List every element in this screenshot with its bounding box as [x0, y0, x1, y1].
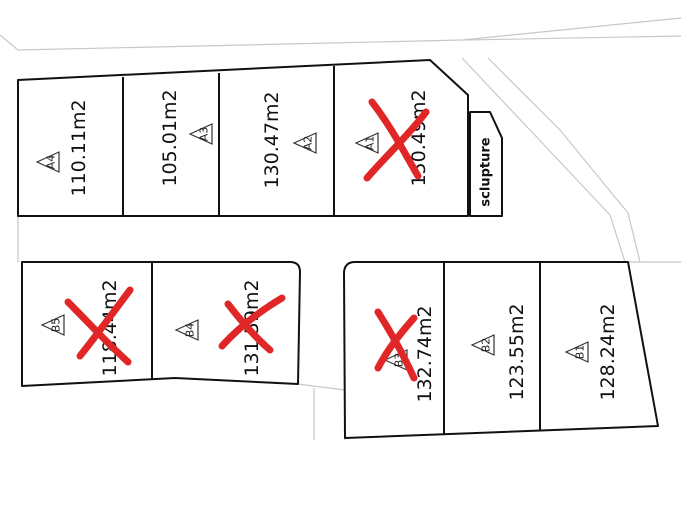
lot-area: 128.24m2 [597, 303, 619, 400]
lot-triangle-icon [174, 319, 199, 341]
block-b-left-outline [21, 261, 301, 387]
sculpture-label: sclupture [479, 137, 494, 206]
lot-triangle-icon [564, 341, 589, 363]
lot-area: 110.11m2 [68, 99, 90, 196]
lot-a4[interactable]: A4 110.11m2 [35, 99, 90, 197]
lot-b1[interactable]: B1 128.24m2 [564, 303, 619, 401]
block-b-right-outline [343, 261, 659, 439]
lot-triangle-icon [35, 151, 60, 173]
sculpture-area: sclupture [469, 111, 503, 217]
block-b-right: B3 132.74m2 B2 123.55m2 B1 128.24m2 [343, 261, 659, 439]
lot-code: A2 [302, 136, 315, 151]
road-lines [0, 17, 681, 440]
lot-a3[interactable]: A3 105.01m2 [159, 89, 213, 187]
lot-b4[interactable]: B4 131.59m2 [174, 279, 286, 377]
lot-code: B1 [574, 345, 587, 360]
lot-code: A4 [45, 155, 58, 170]
lot-code: B4 [184, 323, 197, 338]
lot-b5[interactable]: B5 118.44m2 [40, 279, 134, 377]
lot-code: B5 [50, 318, 63, 333]
lot-a2[interactable]: A2 130.47m2 [261, 91, 317, 189]
sold-cross-icon [64, 286, 134, 366]
lot-area: 132.74m2 [414, 305, 436, 402]
lot-code: A3 [198, 127, 211, 142]
lot-b3[interactable]: B3 132.74m2 [374, 305, 436, 403]
sold-cross-icon [363, 98, 430, 182]
block-b-left: B5 118.44m2 B4 131.59m2 [21, 261, 301, 387]
lot-triangle-icon [40, 314, 65, 336]
lot-triangle-icon [292, 132, 317, 154]
sold-cross-icon [218, 294, 286, 354]
sold-cross-icon [374, 308, 418, 382]
lot-area: 123.55m2 [506, 303, 528, 400]
lot-area: 105.01m2 [159, 89, 181, 186]
lot-triangle-icon [470, 334, 495, 356]
lot-b2[interactable]: B2 123.55m2 [470, 303, 528, 401]
block-a-outline [17, 59, 469, 217]
block-a: A4 110.11m2 A3 105.01m2 A2 130.47m2 A1 1… [17, 59, 503, 217]
lot-triangle-icon [188, 123, 213, 145]
lot-a1[interactable]: A1 150.49m2 [354, 89, 430, 187]
lot-code: A1 [364, 136, 377, 151]
lot-triangle-icon [354, 132, 379, 154]
sculpture-outline [469, 111, 503, 217]
lot-code: B2 [480, 338, 493, 353]
lot-area: 130.47m2 [261, 91, 283, 188]
